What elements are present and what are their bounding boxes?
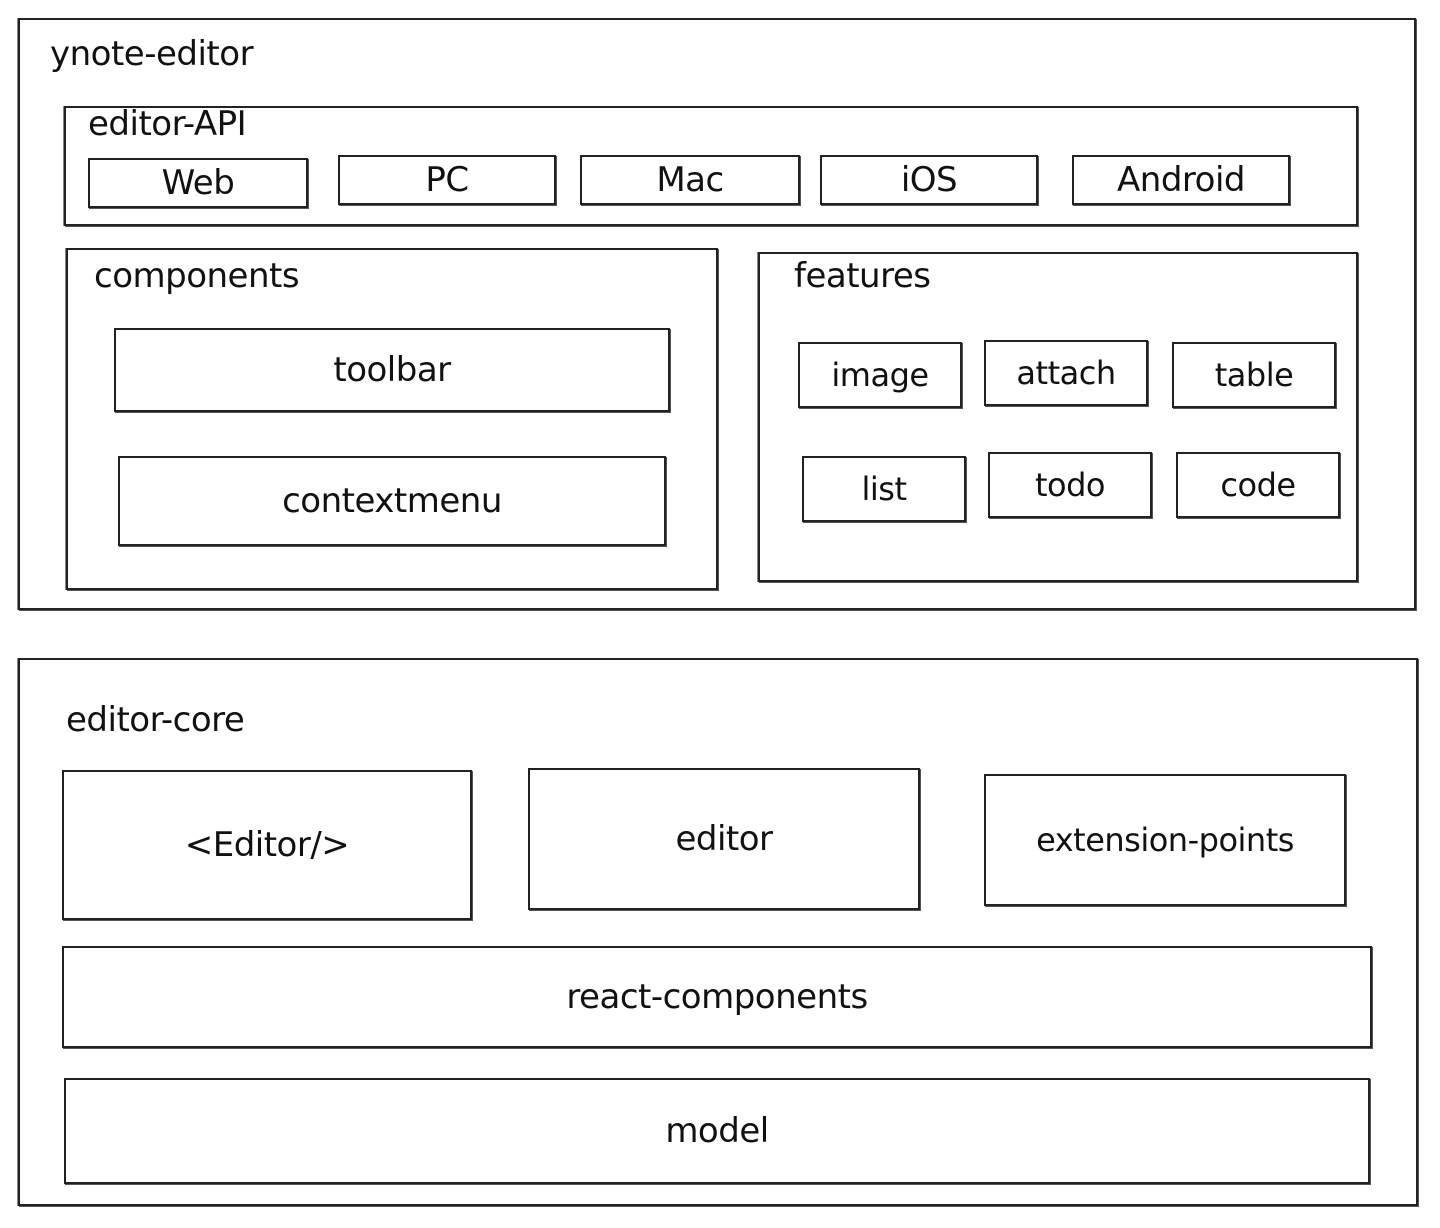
components-title: components: [94, 256, 300, 296]
platform-web: Web: [88, 158, 308, 208]
core-editor-component: <Editor/>: [62, 770, 472, 920]
platform-ios: iOS: [820, 155, 1038, 205]
feature-todo: todo: [988, 452, 1152, 518]
core-extension-points: extension-points: [984, 774, 1346, 906]
core-model: model: [64, 1078, 1370, 1184]
editor-core-title: editor-core: [66, 700, 245, 740]
platform-mac: Mac: [580, 155, 800, 205]
editor-api-title: editor-API: [88, 104, 247, 144]
feature-attach: attach: [984, 340, 1148, 406]
core-editor: editor: [528, 768, 920, 910]
platform-android: Android: [1072, 155, 1290, 205]
core-react-components: react-components: [62, 946, 1372, 1048]
ynote-editor-title: ynote-editor: [50, 34, 254, 74]
features-title: features: [794, 256, 931, 296]
component-contextmenu: contextmenu: [118, 456, 666, 546]
component-toolbar: toolbar: [114, 328, 670, 412]
feature-list: list: [802, 456, 966, 522]
feature-code: code: [1176, 452, 1340, 518]
features-container: [758, 252, 1358, 582]
feature-image: image: [798, 342, 962, 408]
feature-table: table: [1172, 342, 1336, 408]
platform-pc: PC: [338, 155, 556, 205]
